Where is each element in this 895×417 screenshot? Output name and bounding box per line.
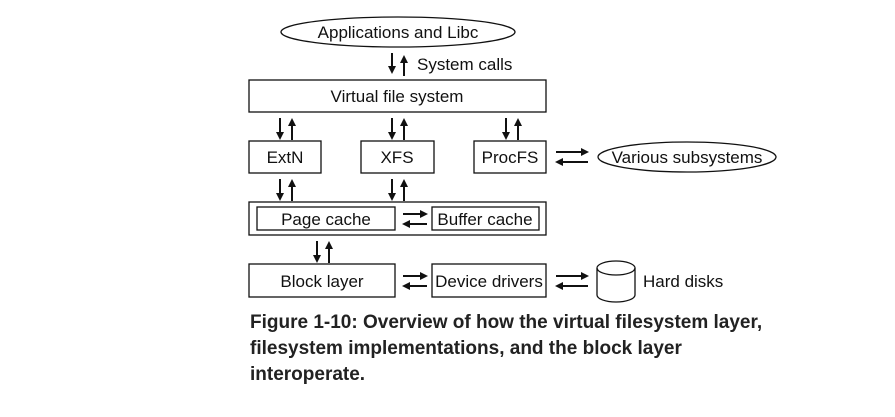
extn-label: ExtN xyxy=(267,148,304,167)
fs-xfs-box: XFS xyxy=(360,140,435,174)
caption-line-1: Figure 1-10: Overview of how the virtual… xyxy=(250,312,763,333)
fs-cache-arrows xyxy=(276,179,408,201)
driver-disk-arrows xyxy=(555,272,589,290)
device-drivers-label: Device drivers xyxy=(435,272,543,291)
block-driver-arrows xyxy=(402,272,428,290)
xfs-label: XFS xyxy=(380,148,413,167)
block-layer-box: Block layer xyxy=(248,263,396,298)
page-cache-label: Page cache xyxy=(281,210,371,229)
caption-line-2: filesystem implementations, and the bloc… xyxy=(250,338,682,359)
applications-oval: Applications and Libc xyxy=(280,16,516,48)
hard-disks-label: Hard disks xyxy=(643,272,723,291)
cache-block-arrows xyxy=(313,241,333,263)
vfs-label: Virtual file system xyxy=(331,87,464,106)
subsystems-label: Various subsystems xyxy=(612,148,763,167)
cache-exchange-arrows xyxy=(402,210,428,228)
block-layer-label: Block layer xyxy=(280,272,363,291)
subsystems-oval: Various subsystems xyxy=(597,141,777,173)
caption-line-3: interoperate. xyxy=(250,364,366,385)
buffer-cache-box: Buffer cache xyxy=(431,206,540,231)
device-drivers-box: Device drivers xyxy=(431,263,547,298)
vfs-fs-arrows xyxy=(276,118,522,140)
procfs-subsystems-arrows xyxy=(555,148,589,166)
applications-label: Applications and Libc xyxy=(318,23,479,42)
buffer-cache-label: Buffer cache xyxy=(437,210,532,229)
procfs-label: ProcFS xyxy=(482,148,539,167)
syscall-arrows xyxy=(388,53,408,76)
fs-procfs-box: ProcFS xyxy=(473,140,547,174)
hard-disk-icon xyxy=(596,260,636,303)
fs-extn-box: ExtN xyxy=(248,140,322,174)
figure-caption: Figure 1-10: Overview of how the virtual… xyxy=(250,310,770,388)
vfs-box: Virtual file system xyxy=(248,79,547,113)
page-cache-box: Page cache xyxy=(256,206,396,231)
system-calls-label: System calls xyxy=(417,55,512,74)
cache-container: Page cache Buffer cache xyxy=(248,201,547,236)
